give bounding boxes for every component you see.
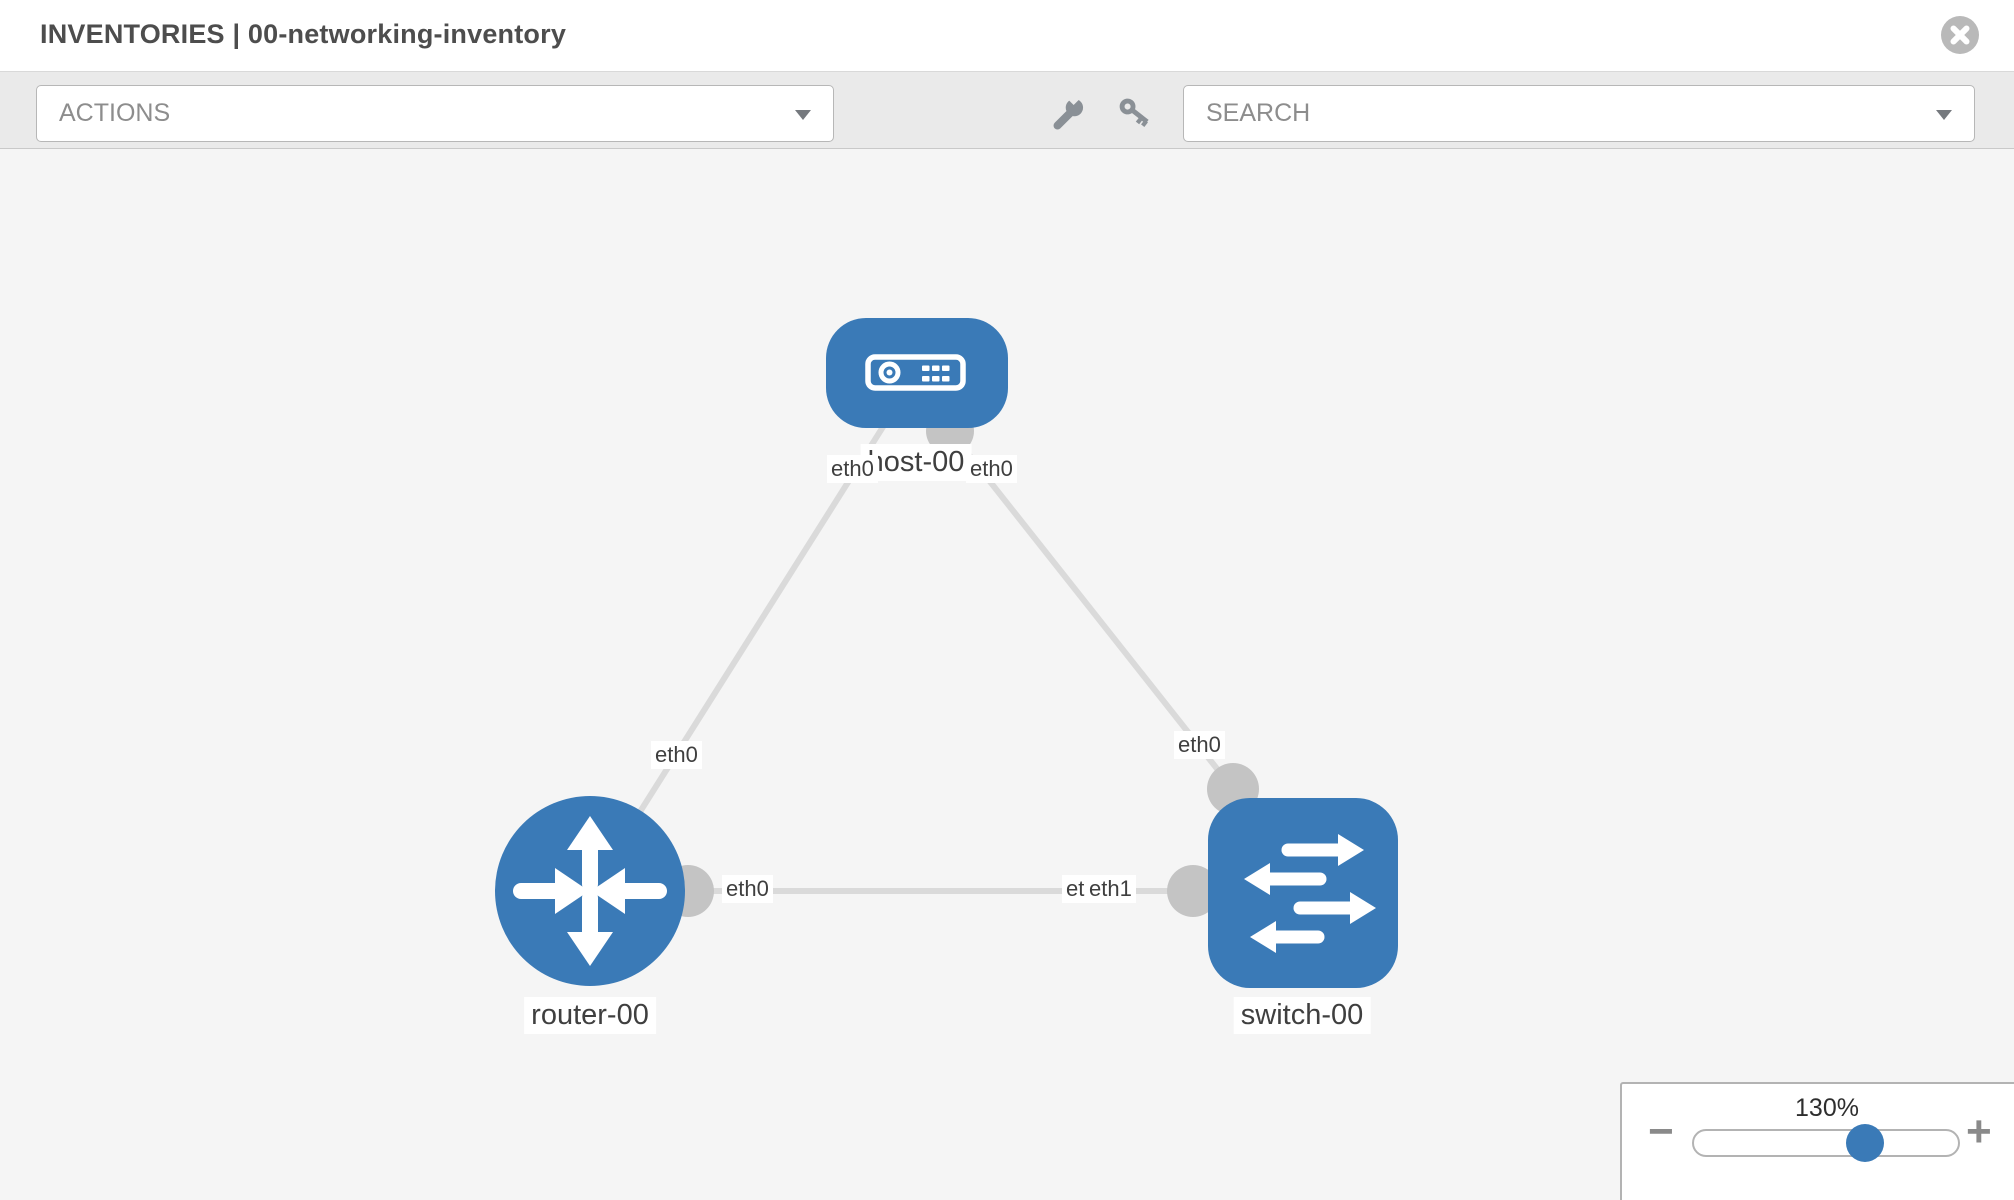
caret-down-icon — [795, 110, 811, 120]
close-x-glyph — [1950, 25, 1970, 45]
zoom-control-panel: 130% − + — [1620, 1082, 2014, 1200]
switch-icon — [1244, 834, 1376, 953]
host-icon — [865, 354, 966, 391]
iface-label-router-to-switch: eth0 — [722, 875, 773, 903]
search-dropdown-label: SEARCH — [1206, 99, 1311, 127]
toolbar: ACTIONS SEARCH — [0, 72, 2014, 149]
page-title: INVENTORIES | 00-networking-inventory — [40, 19, 567, 49]
topology-links-layer — [587, 371, 1303, 894]
iface-label-switch-to-host: eth0 — [1174, 731, 1225, 759]
node-host-00[interactable] — [826, 318, 1008, 428]
iface-label-host-to-router: eth0 — [827, 455, 878, 483]
node-label-router: router-00 — [524, 997, 656, 1034]
zoom-slider-thumb[interactable] — [1846, 1124, 1884, 1162]
node-router-00[interactable] — [495, 796, 685, 986]
zoom-in-button plus-icon[interactable]: + — [1966, 1107, 1992, 1156]
zoom-out-button minus-icon[interactable]: − — [1648, 1107, 1674, 1156]
iface-label-switch-to-router: eth1 — [1085, 875, 1136, 903]
node-label-switch: switch-00 — [1233, 997, 1371, 1034]
panel-header: INVENTORIES | 00-networking-inventory — [0, 0, 2014, 72]
router-icon — [513, 816, 667, 966]
key-icon[interactable] — [1116, 96, 1154, 134]
iface-label-host-to-switch: eth0 — [966, 455, 1017, 483]
topology-canvas[interactable]: host-00 router-00 switch-00 eth0 eth0 et… — [0, 149, 2014, 1200]
link-host-switch[interactable] — [947, 429, 1236, 791]
caret-down-icon — [1936, 110, 1952, 120]
zoom-level-label: 130% — [1795, 1094, 1859, 1122]
zoom-slider-track[interactable] — [1692, 1129, 1960, 1157]
wrench-icon[interactable] — [1048, 96, 1086, 134]
search-dropdown[interactable]: SEARCH — [1183, 85, 1975, 142]
node-label-host: host-00 — [860, 444, 972, 481]
iface-label-router-to-host: eth0 — [651, 741, 702, 769]
close-icon[interactable] — [1941, 16, 1979, 54]
actions-dropdown-label: ACTIONS — [59, 99, 171, 127]
actions-dropdown[interactable]: ACTIONS — [36, 85, 834, 142]
node-switch-00[interactable] — [1208, 798, 1398, 988]
